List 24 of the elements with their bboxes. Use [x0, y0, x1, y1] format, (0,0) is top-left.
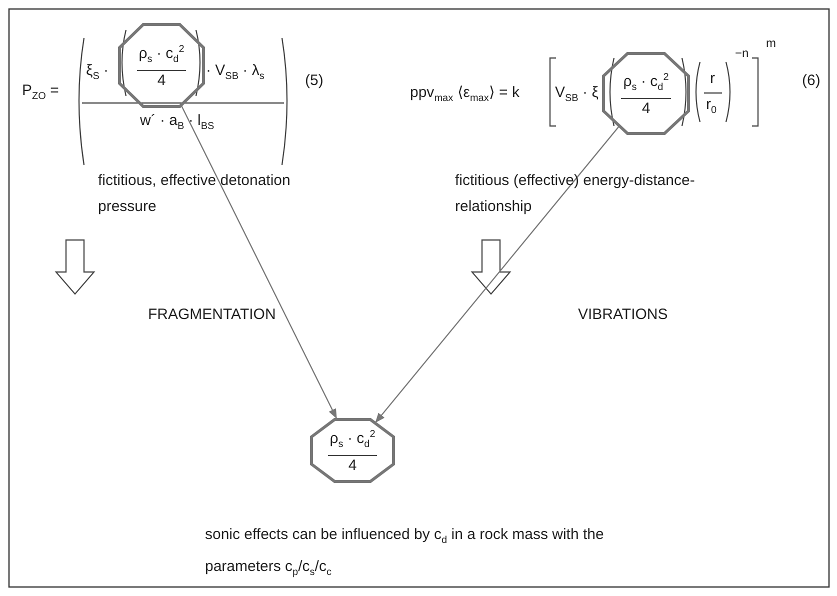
formula-term: V$_{SB}$ · ξ: [555, 84, 598, 106]
result-label: VIBRATIONS: [578, 306, 668, 324]
formula-term: m: [766, 35, 776, 52]
fraction-denominator: 4: [348, 456, 357, 476]
fraction-denominator: 4: [157, 70, 166, 90]
octagon-node: [118, 23, 205, 108]
formula-term: P$_{ZO}$ =: [22, 82, 59, 104]
octagon-node: [602, 52, 690, 135]
formula-term: r: [710, 70, 715, 88]
formula-term: ξ$_{S}$ ·: [86, 62, 109, 84]
note-text: sonic effects can be influenced by c$_{d}$ in a rock mass with the parameters c$_{p}$/c$_{s}$/c$_{c}$: [205, 525, 605, 580]
fraction-denominator: 4: [642, 98, 650, 118]
arrow: [181, 106, 337, 419]
equation-number: (5): [305, 72, 324, 90]
formula-term: r$_{0}$: [706, 96, 717, 118]
caption-text: fictitious, effective detonation pressure: [98, 171, 292, 217]
formula-term: w´ · a$_{B}$ · l$_{BS}$: [140, 112, 214, 134]
formula-term: · V$_{SB}$ · λ$_{s}$: [206, 62, 264, 84]
result-label: FRAGMENTATION: [148, 306, 276, 324]
formula-term: ppv$_{max}$ ⟨ε$_{max}$⟩ = k: [410, 84, 520, 106]
equation-number: (6): [802, 72, 820, 90]
formula-term: −n: [735, 45, 749, 62]
octagon-node: [310, 418, 395, 483]
arrow: [375, 126, 620, 423]
